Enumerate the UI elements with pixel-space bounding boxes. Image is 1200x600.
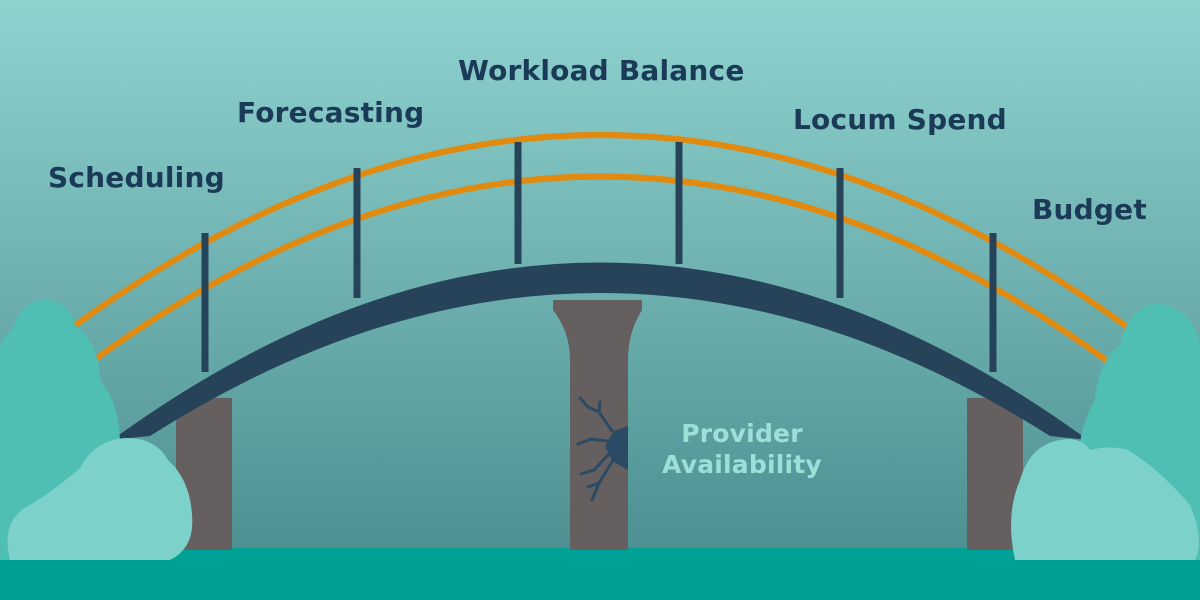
crack-line bbox=[576, 437, 609, 446]
label-workload-balance: Workload Balance bbox=[458, 54, 745, 87]
label-scheduling: Scheduling bbox=[48, 161, 225, 194]
pillar-crack-icon bbox=[576, 396, 628, 502]
label-locum-spend: Locum Spend bbox=[793, 103, 1007, 136]
crack-line bbox=[579, 453, 610, 476]
right-bush-front bbox=[1011, 439, 1199, 560]
label-budget: Budget bbox=[1032, 193, 1147, 226]
center-pillar bbox=[553, 300, 642, 550]
crack-line bbox=[586, 481, 601, 489]
crack-hole bbox=[605, 426, 628, 470]
left-bush-front bbox=[7, 437, 193, 560]
label-forecasting: Forecasting bbox=[237, 96, 425, 129]
upper-railing bbox=[60, 132, 1140, 338]
water bbox=[0, 548, 1200, 600]
bridge-deck bbox=[112, 262, 1088, 440]
railing-posts bbox=[201, 142, 997, 372]
crack-line bbox=[597, 400, 602, 414]
crack-line bbox=[578, 396, 614, 433]
label-provider-availability: Provider Availability bbox=[662, 419, 822, 479]
lower-railing bbox=[88, 173, 1112, 366]
